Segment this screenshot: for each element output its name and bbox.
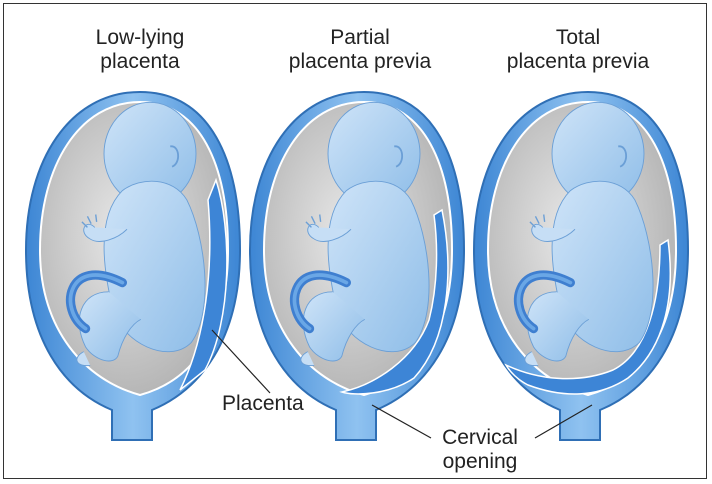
panel-title-partial-previa: Partial placenta previa xyxy=(255,26,465,74)
placenta-leader-line xyxy=(212,330,270,393)
cervix-leader-line-left xyxy=(372,405,431,438)
cervical-opening-label: Cervical opening xyxy=(430,426,530,474)
panel-title-low-lying: Low-lying placenta xyxy=(35,26,245,74)
uterus-low-lying xyxy=(26,92,240,440)
uterus-total-previa xyxy=(474,92,688,440)
panel-title-total-previa: Total placenta previa xyxy=(473,26,683,74)
uterus-partial-previa xyxy=(250,92,464,440)
placenta-label: Placenta xyxy=(222,392,304,416)
